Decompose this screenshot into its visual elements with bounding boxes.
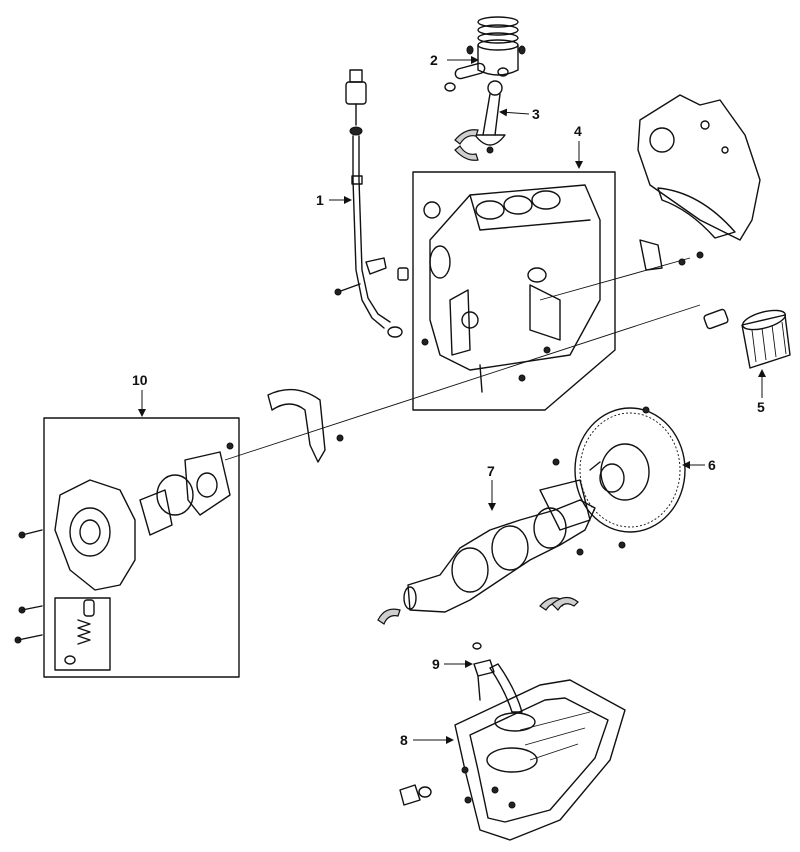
callout-2: 2 <box>430 52 438 68</box>
callout-5: 5 <box>757 399 765 415</box>
callout-1: 1 <box>316 192 324 208</box>
oil-pan <box>399 679 626 841</box>
front-cover-gasket <box>267 388 344 463</box>
assembly-axis-line <box>224 304 701 461</box>
callout-4: 4 <box>574 123 582 139</box>
oil-pump-group <box>14 417 240 678</box>
oil-filter <box>703 308 791 369</box>
connecting-rod <box>454 80 506 161</box>
flywheel <box>574 406 686 533</box>
cylinder-block-group <box>397 171 616 411</box>
callout-labels: 1 2 3 4 5 6 7 8 9 10 <box>132 52 765 748</box>
callout-6: 6 <box>708 457 716 473</box>
callout-10: 10 <box>132 372 148 388</box>
callout-7: 7 <box>487 463 495 479</box>
callout-9: 9 <box>432 656 440 672</box>
rear-end-plate <box>637 94 761 271</box>
callout-8: 8 <box>400 732 408 748</box>
oil-strainer <box>472 642 536 732</box>
crankshaft <box>377 458 626 625</box>
callout-3: 3 <box>532 106 540 122</box>
dipstick <box>334 69 403 338</box>
piston-assembly <box>444 16 526 92</box>
leader-arrows <box>138 56 766 744</box>
